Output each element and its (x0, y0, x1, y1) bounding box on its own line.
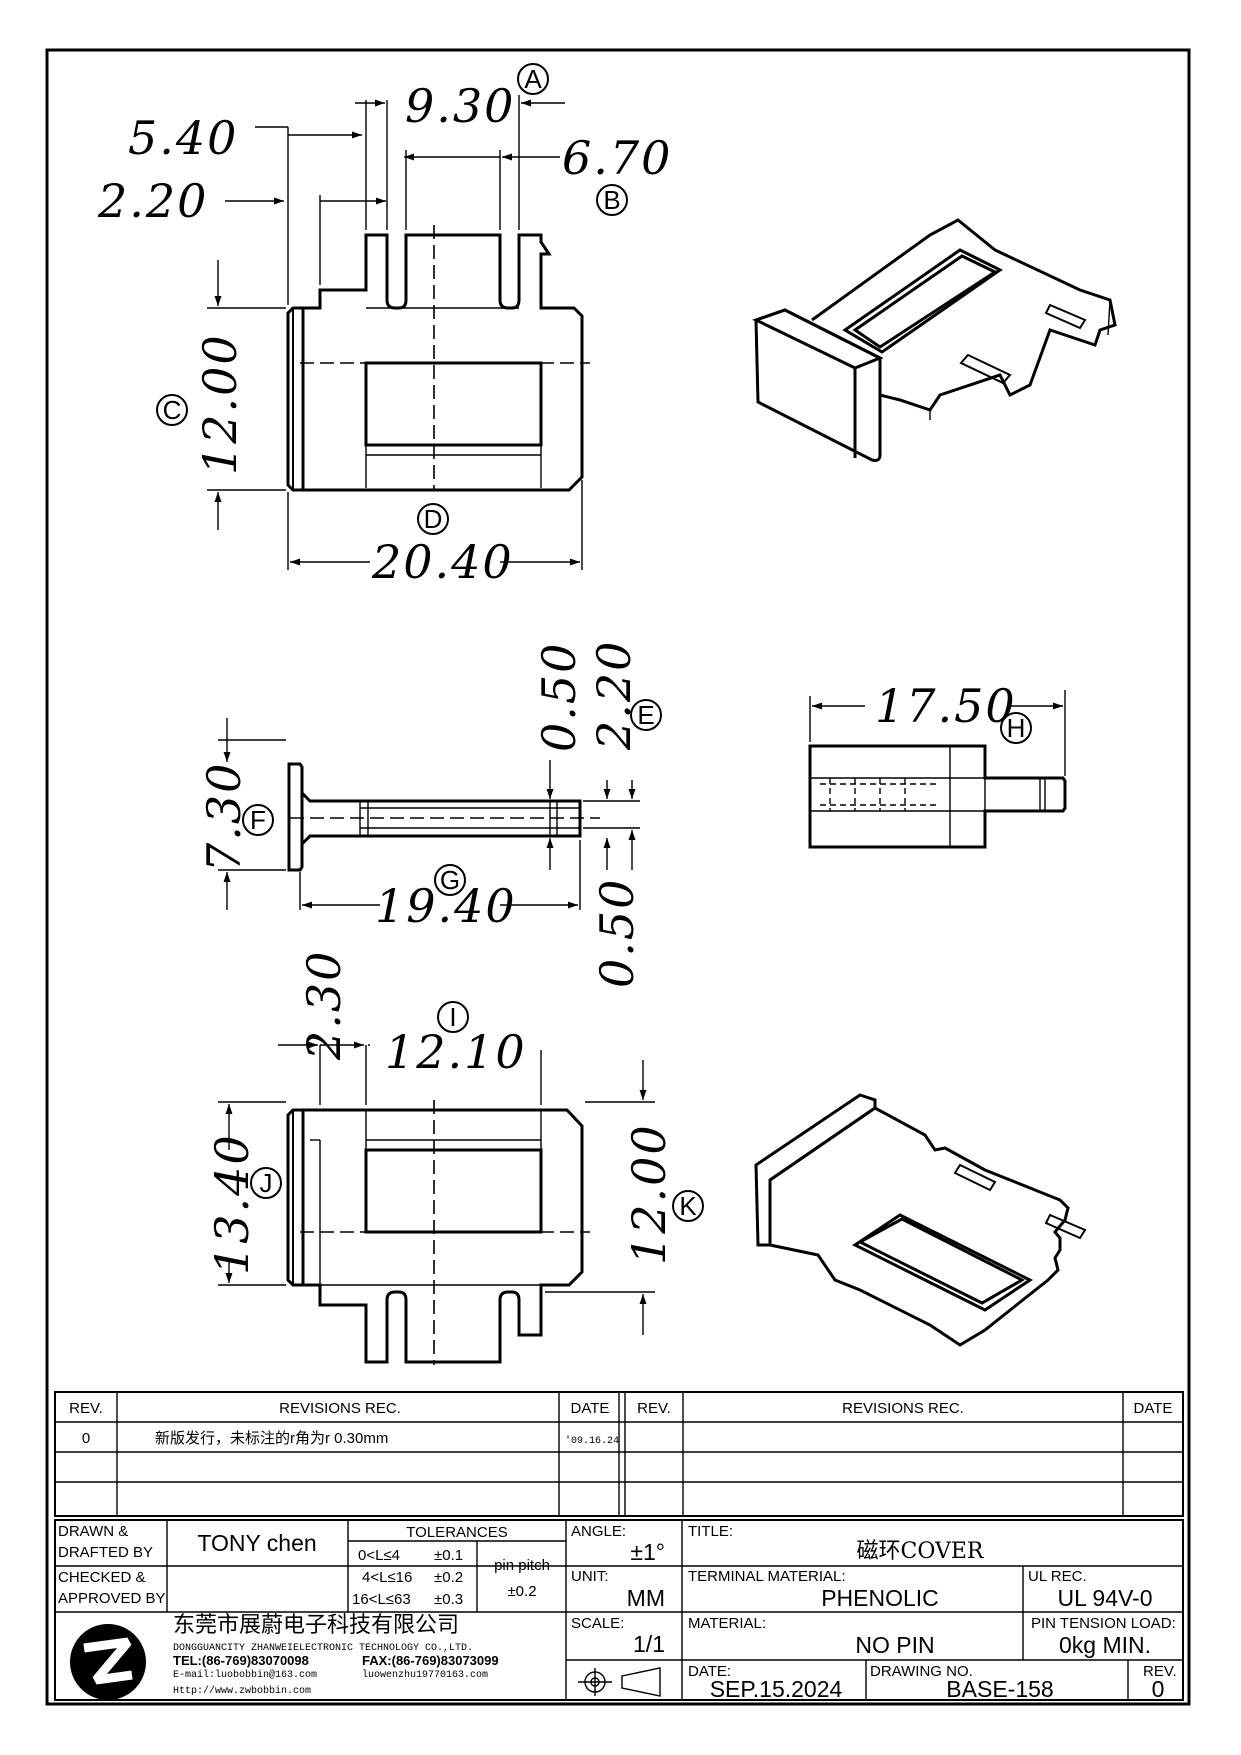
dim-o: 13.40 (205, 1133, 259, 1275)
rev-rec-header-2: REVISIONS REC. (842, 1400, 964, 1417)
company-name-cn: 东莞市展蔚电子科技有限公司 (173, 1613, 459, 1638)
projection-symbol-icon (578, 1667, 661, 1697)
company-email: E-mail:luobobbin@163.com (173, 1669, 317, 1681)
rev-header-2: REV. (637, 1400, 671, 1417)
label-b: B (603, 185, 620, 215)
dim-e: 12.00 (193, 333, 247, 475)
tolerances-title: TOLERANCES (406, 1524, 507, 1541)
rev-rec-header: REVISIONS REC. (279, 1400, 401, 1417)
label-g: G (440, 865, 460, 895)
tol-value-0: ±0.1 (434, 1547, 463, 1564)
company-logo-icon (70, 1624, 146, 1700)
angle-label: ANGLE: (571, 1523, 626, 1540)
pin-pitch-value: ±0.2 (507, 1583, 536, 1600)
title-block (54, 1519, 1184, 1701)
dim-k: 0.50 (590, 878, 644, 988)
tol-value-2: ±0.3 (434, 1591, 463, 1608)
label-k: K (679, 1191, 697, 1221)
dim-n: 12.10 (385, 1025, 527, 1079)
dim-h: 0.50 (532, 642, 586, 752)
end-view (808, 744, 1067, 849)
top-view (286, 225, 590, 492)
angle-value: ±1° (630, 1539, 665, 1565)
scale-value: 1/1 (633, 1631, 665, 1657)
label-f: F (250, 805, 266, 835)
bottom-view-dimensions (218, 1041, 655, 1335)
rev-label: REV. (1143, 1663, 1177, 1680)
dim-f: 20.40 (371, 535, 514, 589)
end-view-dimensions (809, 690, 1066, 776)
drawn-label-1: DRAWN & (58, 1523, 128, 1540)
company-fax: FAX:(86-769)83073099 (362, 1653, 499, 1668)
ul-value: UL 94V-0 (1057, 1585, 1152, 1611)
dim-i: 2.20 (587, 640, 641, 751)
checked-label-1: CHECKED & (58, 1569, 146, 1586)
company-email-2: luowenzhu19770163.com (362, 1669, 488, 1681)
rev-row-0-rec: 新版发行，未标注的r角为r 0.30mm (155, 1430, 388, 1447)
drawing-no-value: BASE-158 (946, 1676, 1053, 1702)
title-label: TITLE: (688, 1523, 733, 1540)
label-h: H (1007, 713, 1026, 743)
top-view-dimensions (207, 95, 583, 570)
label-j: J (260, 1168, 273, 1198)
unit-value: MM (627, 1585, 665, 1611)
label-d: D (424, 504, 443, 534)
scale-label: SCALE: (571, 1615, 624, 1632)
bottom-view (286, 1100, 590, 1365)
terminal-value: PHENOLIC (821, 1585, 939, 1611)
material-value: NO PIN (855, 1632, 934, 1658)
tol-range-0: 0<L≤4 (358, 1547, 400, 1564)
material-label: MATERIAL: (688, 1615, 766, 1632)
dim-b: 5.40 (128, 111, 238, 165)
dim-a: 9.30 (405, 79, 515, 133)
date-label: DATE: (688, 1663, 731, 1680)
tol-value-1: ±0.2 (434, 1569, 463, 1586)
dim-p: 12.00 (622, 1123, 676, 1265)
dim-m: 2.30 (297, 950, 351, 1061)
pin-pitch-label: pin pitch (494, 1557, 550, 1574)
rev-date-header-2: DATE (1134, 1400, 1173, 1417)
side-view-dimensions (218, 718, 640, 910)
drawing-no-label: DRAWING NO. (870, 1663, 973, 1680)
rev-value: 0 (1152, 1676, 1165, 1702)
dim-l: 17.50 (875, 679, 1017, 733)
checked-label-2: APPROVED BY (58, 1590, 166, 1607)
isometric-view-bottom (754, 1093, 1087, 1347)
label-e: E (637, 700, 654, 730)
dim-j: 19.40 (375, 879, 517, 933)
label-i: I (449, 1002, 456, 1032)
isometric-view-top (752, 218, 1117, 462)
tension-label: PIN TENSION LOAD: (1031, 1615, 1176, 1632)
dim-d: 6.70 (562, 131, 672, 185)
company-name-en: DONGGUANCITY ZHANWEIELECTRONIC TECHNOLOG… (173, 1643, 473, 1654)
revisions-table (54, 1391, 1184, 1517)
terminal-label: TERMINAL MATERIAL: (688, 1568, 846, 1585)
tension-value: 0kg MIN. (1059, 1632, 1151, 1658)
callout-labels: A B C D E F G H I J K (156, 63, 1032, 1222)
rev-row-0-rev: 0 (82, 1430, 90, 1447)
side-view (287, 762, 600, 872)
sheet-border (45, 48, 1191, 1706)
dim-c: 2.20 (97, 174, 208, 228)
company-web: Http://www.zwbobbin.com (173, 1685, 311, 1697)
label-a: A (524, 64, 542, 94)
title-value: 磁环COVER (857, 1539, 985, 1564)
dim-g: 7.30 (197, 762, 251, 872)
tol-range-1: 4<L≤16 (362, 1569, 412, 1586)
tol-range-2: 16<L≤63 (352, 1591, 411, 1608)
company-tel: TEL:(86-769)83070098 (173, 1653, 309, 1668)
ul-label: UL REC. (1028, 1568, 1087, 1585)
rev-header: REV. (69, 1400, 103, 1417)
unit-label: UNIT: (571, 1568, 609, 1585)
label-c: C (163, 395, 182, 425)
drawn-label-2: DRAFTED BY (58, 1544, 153, 1561)
rev-row-0-date: '09.16.24 (565, 1435, 619, 1447)
rev-date-header: DATE (571, 1400, 610, 1417)
drawn-value: TONY chen (197, 1530, 316, 1556)
date-value: SEP.15.2024 (710, 1676, 843, 1702)
